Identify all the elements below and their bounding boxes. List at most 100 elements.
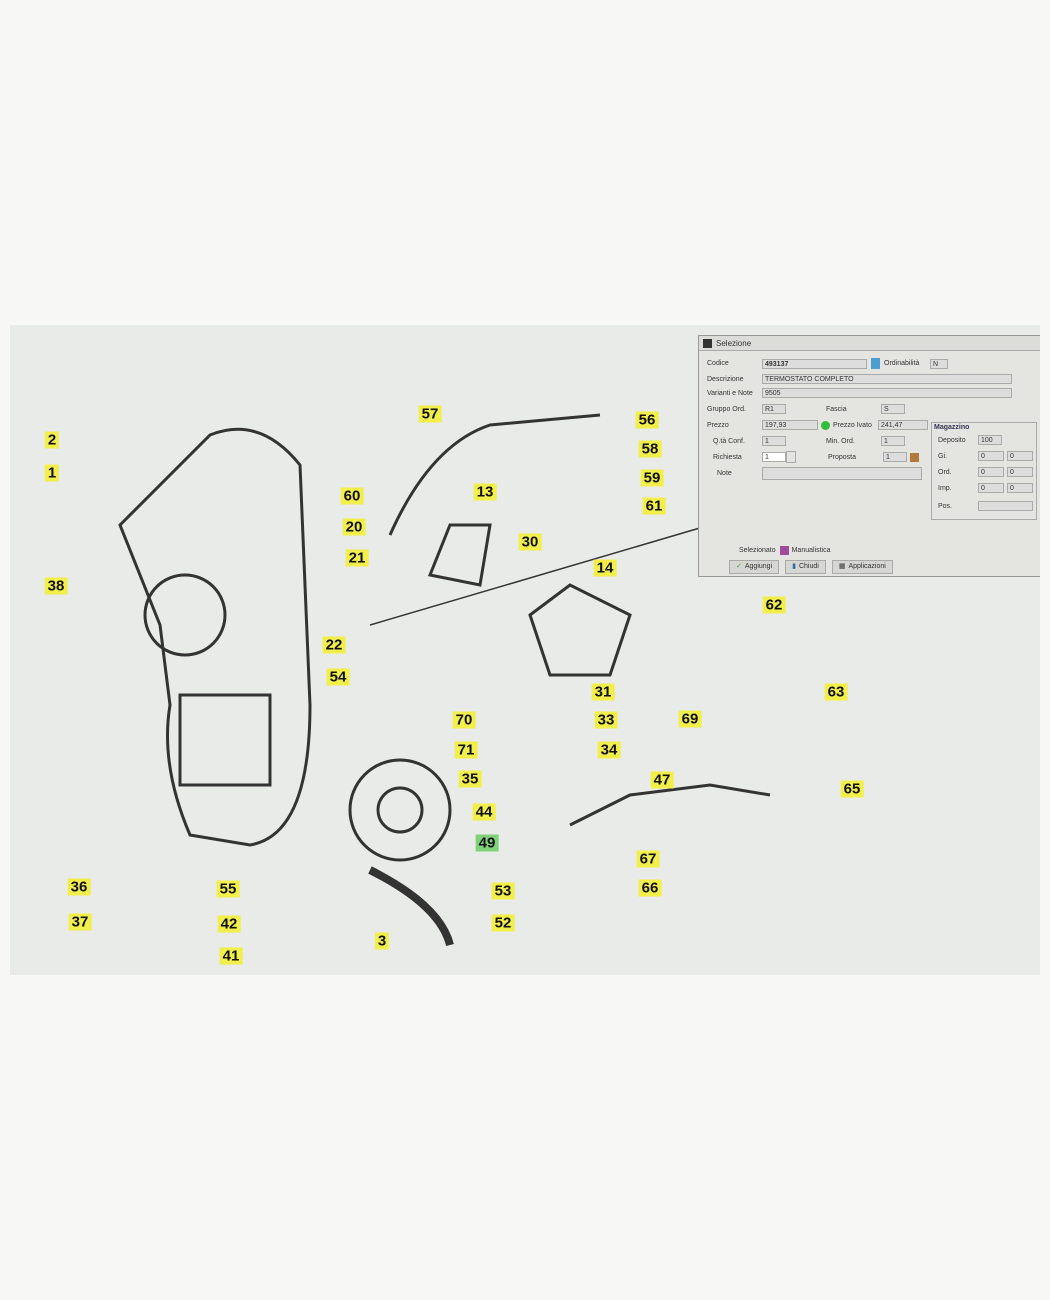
hose [388, 413, 601, 536]
chiudi-button[interactable]: ▮Chiudi [785, 560, 826, 574]
pos-field [978, 501, 1033, 511]
ord-field: 0 [978, 467, 1004, 477]
callout-53[interactable]: 53 [491, 882, 515, 900]
callout-58[interactable]: 58 [638, 440, 662, 458]
varianti-field[interactable]: 9505 [762, 388, 1012, 398]
callout-30[interactable]: 30 [518, 533, 542, 551]
applicazioni-label: Applicazioni [848, 563, 886, 570]
callout-36[interactable]: 36 [67, 878, 91, 896]
imp-field: 0 [978, 483, 1004, 493]
gruppo-field[interactable]: R1 [762, 404, 786, 414]
callout-38[interactable]: 38 [44, 577, 68, 595]
min-ord-label: Min. Ord. [826, 437, 855, 445]
qta-conf-label: Q.tà Conf. [713, 437, 745, 445]
gi-field: 0 [1007, 451, 1033, 461]
callout-66[interactable]: 66 [638, 879, 662, 897]
ordinabilita-field[interactable]: N [930, 358, 948, 369]
callout-21[interactable]: 21 [345, 549, 369, 567]
callout-44[interactable]: 44 [472, 803, 496, 821]
pipe [569, 783, 771, 827]
engine-drawing [118, 413, 771, 947]
callout-22[interactable]: 22 [322, 636, 346, 654]
codice-field[interactable]: 493137 [762, 358, 867, 369]
prezzo-field[interactable]: 197,93 [762, 420, 818, 430]
callout-2[interactable]: 2 [44, 431, 60, 449]
imp-field: 0 [1007, 483, 1033, 493]
richiesta-stepper[interactable]: 1 [762, 452, 786, 462]
dialog-title: Selezione [716, 338, 752, 348]
belt [368, 866, 454, 947]
applicazioni-button[interactable]: ▦Applicazioni [831, 560, 893, 574]
callout-37[interactable]: 37 [68, 913, 92, 931]
book-icon [779, 546, 789, 555]
gi-field: 0 [978, 451, 1004, 461]
parts-diagram [118, 413, 771, 947]
note-field[interactable] [762, 467, 922, 480]
callout-71[interactable]: 71 [454, 741, 478, 759]
fascia-label: Fascia [826, 405, 847, 413]
callout-42[interactable]: 42 [217, 915, 241, 933]
cart-icon[interactable] [910, 452, 919, 462]
pos-label: Pos. [938, 502, 953, 510]
chiudi-label: Chiudi [798, 563, 819, 570]
fan [143, 573, 227, 657]
callout-3[interactable]: 3 [374, 932, 390, 950]
callout-69[interactable]: 69 [678, 710, 702, 728]
callout-57[interactable]: 57 [418, 405, 442, 423]
richiesta-label: Richiesta [713, 453, 742, 461]
aggiungi-button[interactable]: ✓Aggiungi [729, 560, 780, 574]
check-icon: ✓ [736, 563, 742, 570]
callout-60[interactable]: 60 [340, 487, 364, 505]
callout-65[interactable]: 65 [840, 780, 864, 798]
callout-52[interactable]: 52 [491, 914, 515, 932]
callout-31[interactable]: 31 [591, 683, 615, 701]
callout-59[interactable]: 59 [640, 469, 664, 487]
thermostat-housing [427, 523, 492, 587]
ord-field: 0 [1007, 467, 1033, 477]
callout-41[interactable]: 41 [219, 947, 243, 965]
callout-62[interactable]: 62 [762, 596, 786, 614]
ordinabilita-label: Ordinabilità [884, 360, 920, 367]
fascia-field[interactable]: S [881, 404, 905, 414]
gruppo-label: Gruppo Ord. [707, 405, 746, 413]
callout-63[interactable]: 63 [824, 683, 848, 701]
callout-33[interactable]: 33 [594, 711, 618, 729]
selezione-dialog: Selezione Codice 493137 Ordinabilità N Desc… [698, 335, 1040, 577]
deposito-label: Deposito [938, 436, 966, 444]
document-icon[interactable] [871, 358, 880, 369]
descrizione-label: Descrizione [707, 375, 744, 383]
grid-icon: ▦ [838, 563, 846, 570]
selezionato-label: Selezionato [739, 547, 776, 554]
callout-56[interactable]: 56 [635, 411, 659, 429]
cover-window [178, 693, 272, 787]
imp-label: Imp. [938, 484, 952, 492]
callout-20[interactable]: 20 [342, 518, 366, 536]
timing-cover [118, 427, 312, 847]
min-ord-field[interactable]: 1 [881, 436, 905, 446]
callout-70[interactable]: 70 [452, 711, 476, 729]
callout-54[interactable]: 54 [326, 668, 350, 686]
callout-67[interactable]: 67 [636, 850, 660, 868]
door-icon: ▮ [792, 563, 796, 570]
prezzo-ivato-field[interactable]: 241,47 [878, 420, 928, 430]
descrizione-field[interactable]: TERMOSTATO COMPLETO [762, 374, 1012, 384]
manualistica-tab[interactable]: Manualistica [791, 547, 831, 554]
callout-49[interactable]: 49 [475, 834, 499, 852]
callout-14[interactable]: 14 [593, 559, 617, 577]
note-label: Note [717, 470, 732, 477]
proposta-label: Proposta [828, 453, 857, 461]
codice-label: Codice [707, 360, 729, 367]
callout-13[interactable]: 13 [473, 483, 497, 501]
proposta-field[interactable]: 1 [883, 452, 907, 462]
callout-34[interactable]: 34 [597, 741, 621, 759]
callout-35[interactable]: 35 [458, 770, 482, 788]
spinner-arrows-icon[interactable] [786, 451, 796, 463]
callout-47[interactable]: 47 [650, 771, 674, 789]
qta-conf-field[interactable]: 1 [762, 436, 786, 446]
callout-1[interactable]: 1 [44, 464, 60, 482]
callout-55[interactable]: 55 [216, 880, 240, 898]
callout-61[interactable]: 61 [642, 497, 666, 515]
ord-label: Ord. [938, 468, 952, 476]
deposito-select[interactable]: 100 [978, 435, 1002, 445]
